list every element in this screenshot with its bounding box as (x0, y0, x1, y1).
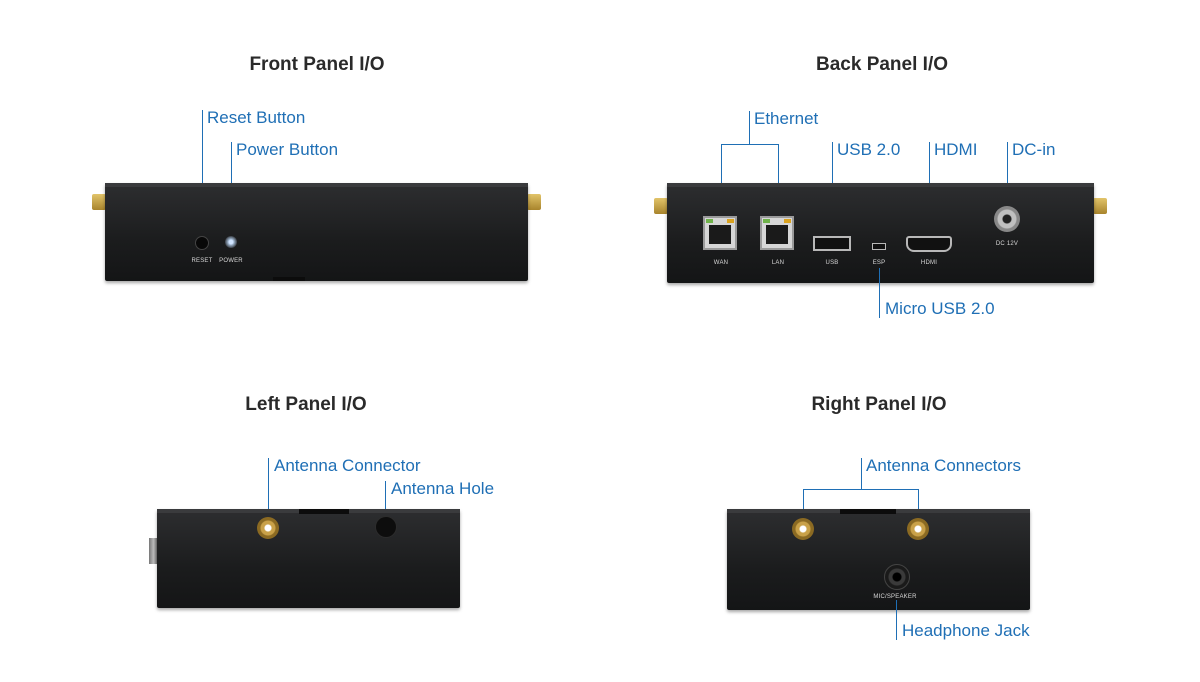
front-panel-title: Front Panel I/O (249, 54, 385, 75)
mic-speaker-label: MIC/SPEAKER (873, 594, 917, 600)
dcin-callout: DC-in (1012, 140, 1056, 159)
hdmi-label: HDMI (920, 260, 938, 266)
ethernet-lan-line (778, 144, 779, 218)
reset-button-callout: Reset Button (207, 108, 306, 127)
reset-callout-line (202, 110, 203, 240)
usb-label: USB (825, 260, 839, 266)
right-panel-title: Right Panel I/O (811, 394, 947, 415)
back-panel-chassis (667, 183, 1094, 283)
antenna-connector-left-line (803, 489, 804, 523)
left-vent-slot (299, 509, 349, 514)
antenna-connectors-bar (803, 489, 919, 490)
left-panel-title: Left Panel I/O (245, 394, 367, 415)
front-left-antenna-stub (92, 194, 106, 210)
left-panel-chassis (157, 509, 460, 608)
usb-callout: USB 2.0 (837, 140, 901, 159)
ethernet-wan-line (721, 144, 722, 218)
antenna-connector[interactable] (257, 517, 279, 539)
back-panel-title: Back Panel I/O (815, 54, 949, 75)
ethernet-callout: Ethernet (754, 109, 819, 128)
antenna-connector-callout-line (268, 458, 269, 522)
antenna-connector-right[interactable] (907, 518, 929, 540)
back-left-antenna-stub (654, 198, 668, 214)
micro-usb-port[interactable] (872, 243, 886, 250)
antenna-connector-right-line (918, 489, 919, 523)
hdmi-callout: HDMI (934, 140, 978, 159)
right-vent-slot (840, 509, 896, 514)
usb-port[interactable] (813, 236, 851, 251)
ethernet-callout-bar (721, 144, 779, 145)
power-button[interactable] (225, 236, 237, 248)
reset-button[interactable] (195, 236, 209, 250)
antenna-connector-left[interactable] (792, 518, 814, 540)
hdmi-port[interactable] (906, 236, 952, 252)
antenna-hole-callout-line (385, 481, 386, 525)
dcin-callout-line (1007, 142, 1008, 206)
front-panel-chassis (105, 183, 528, 281)
microusb-callout-line (879, 268, 880, 318)
dc-in-jack[interactable] (994, 206, 1020, 232)
right-panel-chassis (727, 509, 1030, 610)
reset-label: RESET (191, 258, 213, 264)
front-right-antenna-stub (527, 194, 541, 210)
antenna-connectors-stem (861, 458, 862, 489)
left-side-connector-stub (149, 538, 158, 564)
esp-label: ESP (872, 260, 886, 266)
microusb-callout: Micro USB 2.0 (885, 299, 995, 318)
antenna-connector-callout: Antenna Connector (274, 456, 421, 475)
headphone-callout-line (896, 600, 897, 640)
headphone-jack[interactable] (884, 564, 910, 590)
wan-port[interactable] (703, 216, 737, 250)
back-right-antenna-stub (1093, 198, 1107, 214)
lan-port[interactable] (760, 216, 794, 250)
antenna-connectors-callout: Antenna Connectors (866, 456, 1021, 475)
headphone-jack-callout: Headphone Jack (902, 621, 1030, 640)
antenna-hole (375, 516, 397, 538)
power-label: POWER (219, 258, 243, 264)
front-slot (273, 277, 305, 281)
power-button-callout: Power Button (236, 140, 339, 159)
ethernet-callout-stem (749, 111, 750, 144)
lan-label: LAN (771, 260, 785, 266)
antenna-hole-callout: Antenna Hole (391, 479, 495, 498)
dc-label: DC 12V (995, 241, 1019, 247)
wan-label: WAN (713, 260, 729, 266)
